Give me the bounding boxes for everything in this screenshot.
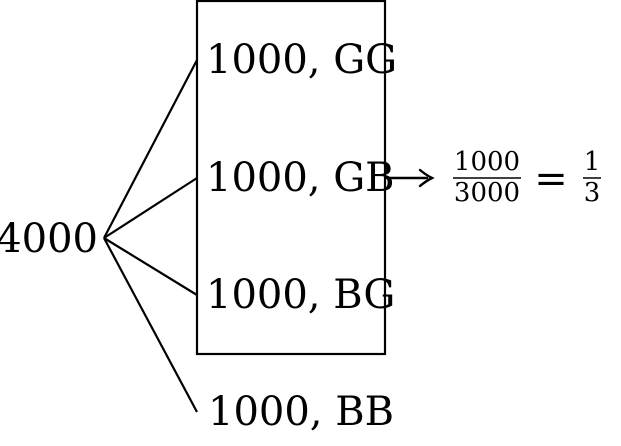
branch-line-bg — [103, 237, 198, 296]
outcome-label-gg: 1000, GG — [206, 37, 397, 83]
outcome-label-bb: 1000, BB — [208, 389, 394, 435]
branch-line-gg — [103, 59, 198, 239]
simplified-numerator: 1 — [584, 147, 601, 177]
outcome-label-bg: 1000, BG — [206, 272, 395, 318]
root-label: 4000 — [0, 216, 98, 262]
result-numerator: 1000 — [454, 147, 520, 177]
equals-sign: = — [534, 156, 568, 202]
result-arrow — [385, 168, 435, 188]
branch-line-gb — [103, 177, 198, 239]
simplified-denominator: 3 — [584, 178, 601, 208]
result-denominator: 3000 — [454, 178, 520, 208]
outcome-label-gb: 1000, GB — [206, 155, 395, 201]
branch-line-bb — [103, 237, 198, 413]
